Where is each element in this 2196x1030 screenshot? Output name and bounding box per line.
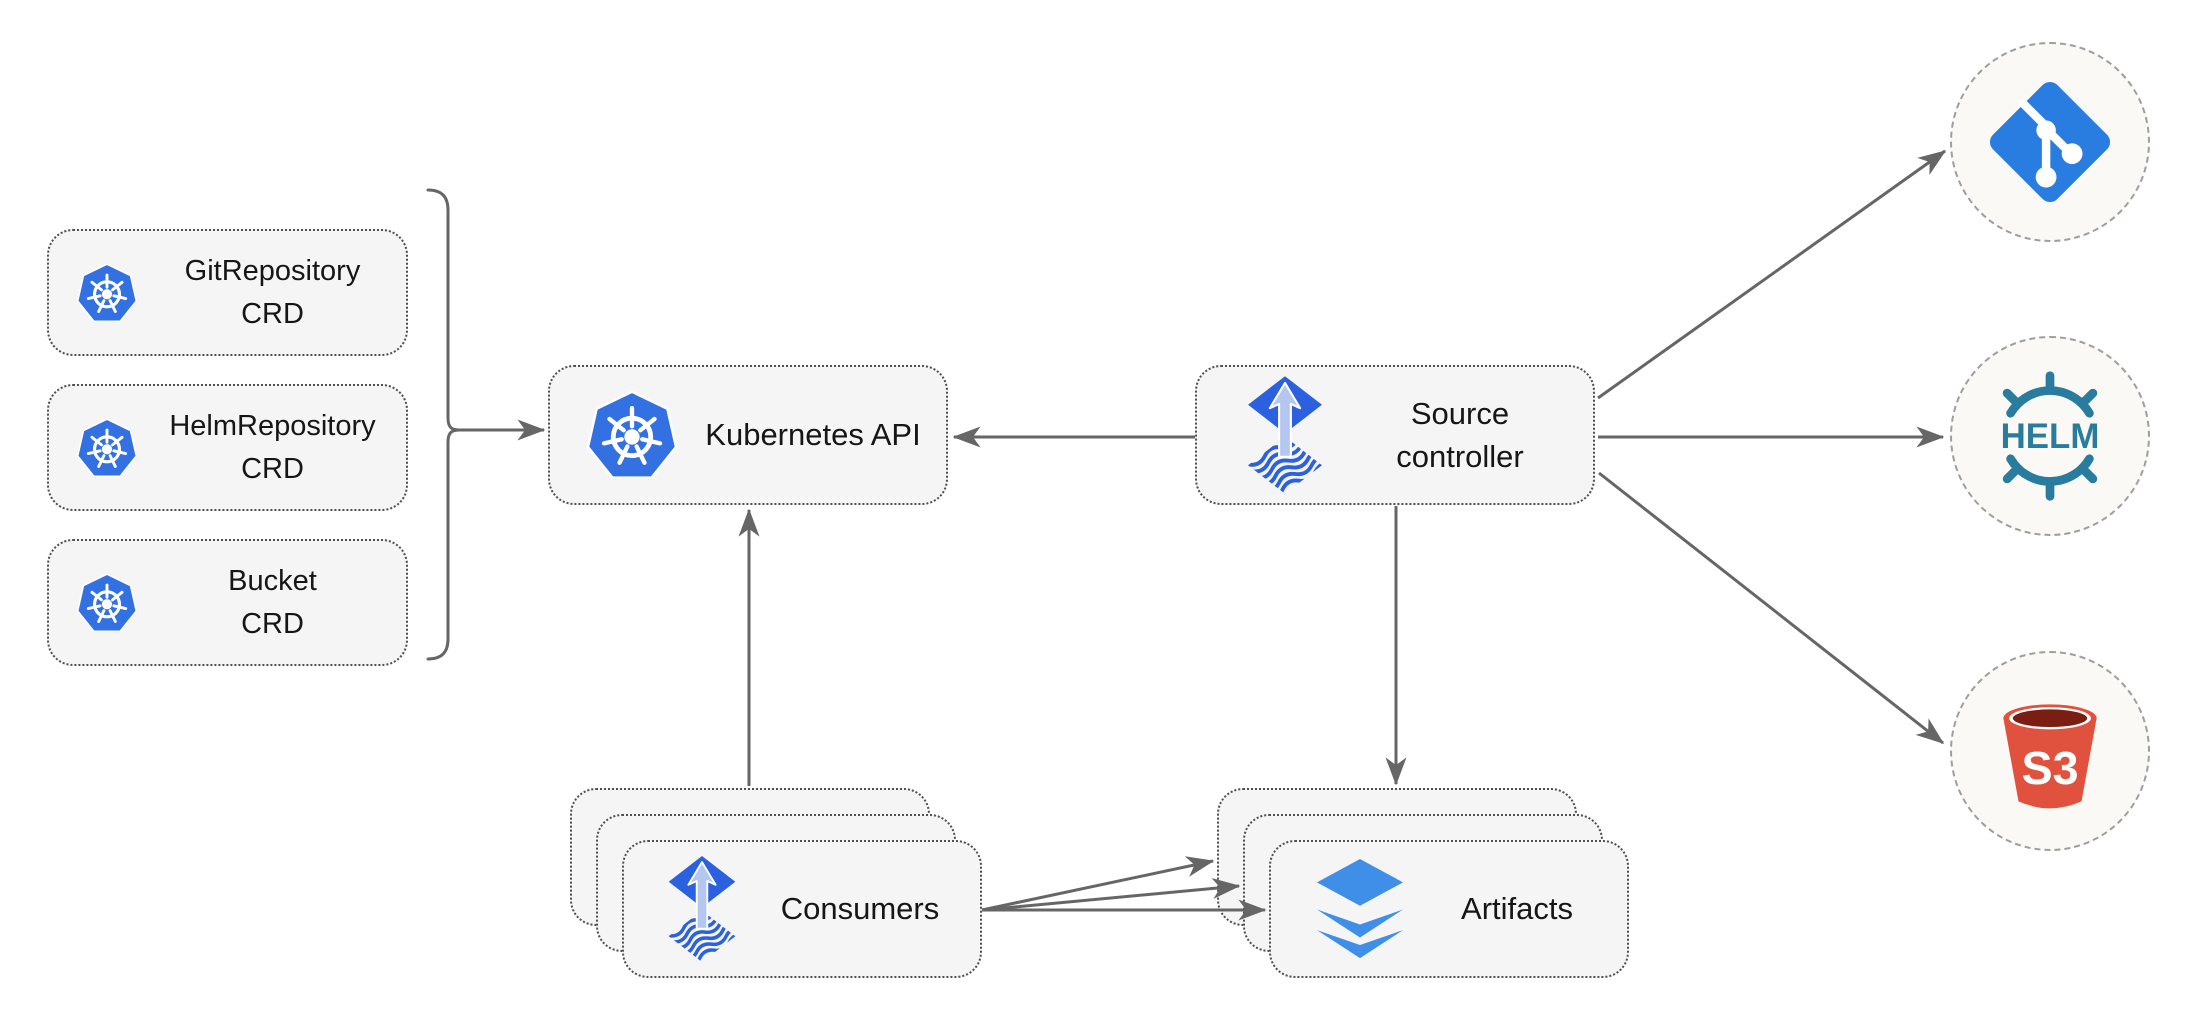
- node-label-line: GitRepository: [184, 255, 361, 288]
- source-controller-label: Source controller: [1327, 392, 1593, 479]
- bucket-crd-label: Bucket CRD: [139, 560, 406, 644]
- git-endpoint: [1950, 42, 2150, 242]
- helmrepository-crd-node: HelmRepository CRD: [47, 384, 408, 511]
- consumers-label: Consumers: [740, 887, 980, 930]
- git-icon: [1989, 81, 2111, 203]
- kubernetes-api-node: Kubernetes API: [548, 365, 948, 505]
- s3-endpoint: S3: [1950, 651, 2150, 851]
- layers-icon: [1316, 858, 1404, 958]
- source-controller-node: Source controller: [1195, 365, 1595, 505]
- s3-bucket-icon: S3: [2003, 704, 2097, 809]
- artifacts-node: Artifacts: [1269, 840, 1629, 978]
- kubernetes-icon: [586, 390, 678, 479]
- kubernetes-icon: [76, 262, 138, 322]
- s3-wordmark: S3: [2021, 742, 2078, 794]
- node-label-line: Artifacts: [1461, 891, 1573, 927]
- kubernetes-api-label: Kubernetes API: [680, 413, 946, 456]
- arrow-consumers-to-artifacts-middle: [981, 878, 1241, 912]
- node-label-line: Source: [1410, 395, 1510, 431]
- node-label-line: Kubernetes API: [705, 417, 921, 453]
- gitrepository-crd-node: GitRepository CRD: [47, 229, 408, 356]
- node-label-line: CRD: [241, 297, 304, 330]
- node-label-line: Bucket: [228, 565, 317, 598]
- node-label-line: CRD: [241, 452, 304, 485]
- helm-icon: HELM: [2001, 371, 2100, 501]
- bucket-crd-node: Bucket CRD: [47, 539, 408, 666]
- flux-icon: [1248, 376, 1322, 494]
- node-label-line: CRD: [241, 607, 304, 640]
- kubernetes-icon: [76, 417, 138, 477]
- artifacts-label: Artifacts: [1407, 887, 1627, 930]
- consumers-node: Consumers: [622, 840, 982, 978]
- crd-group-bracket: [426, 188, 461, 661]
- helmrepository-crd-label: HelmRepository CRD: [139, 405, 406, 489]
- helm-wordmark: HELM: [2001, 417, 2100, 456]
- node-label-line: controller: [1396, 439, 1524, 474]
- flux-icon: [668, 856, 736, 962]
- helm-endpoint: HELM: [1950, 336, 2150, 536]
- kubernetes-icon: [76, 572, 138, 632]
- arrow-consumers-to-artifacts-back: [981, 856, 1215, 912]
- node-label-line: HelmRepository: [169, 410, 376, 443]
- gitrepository-crd-label: GitRepository CRD: [139, 250, 406, 334]
- node-label-line: Consumers: [780, 891, 940, 927]
- arrow-source-controller-to-git: [1597, 149, 1947, 400]
- arrow-source-controller-to-s3: [1598, 471, 1945, 745]
